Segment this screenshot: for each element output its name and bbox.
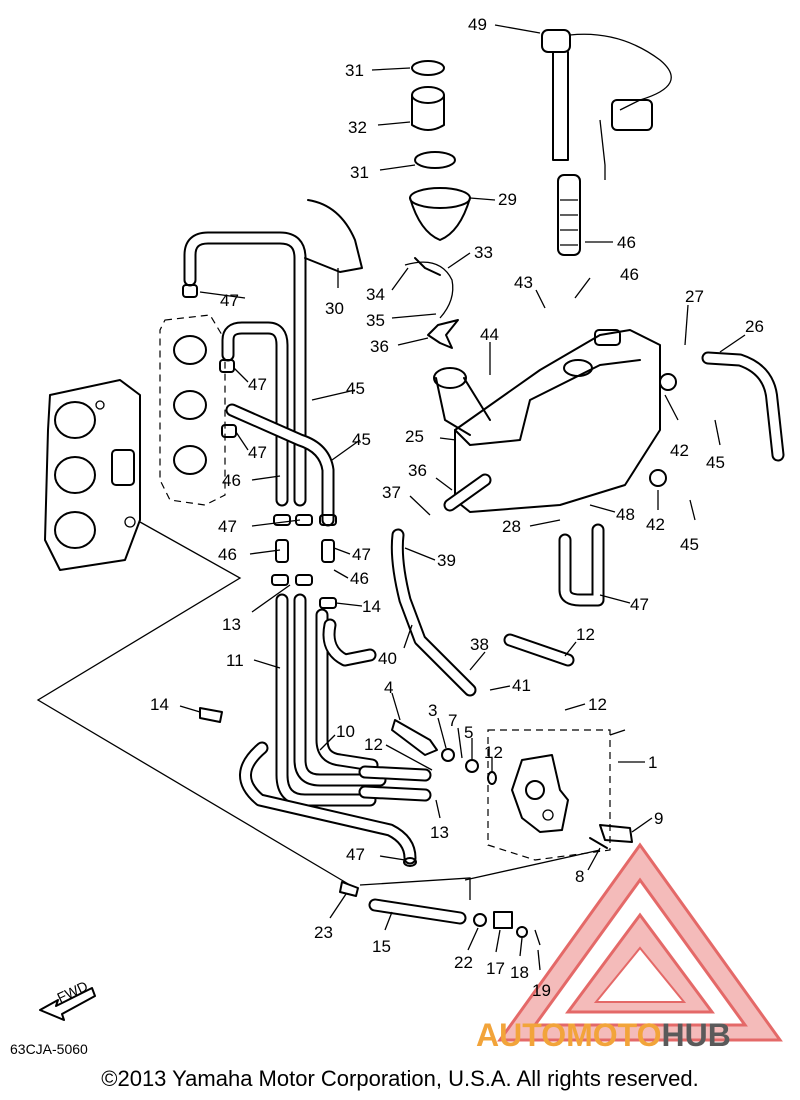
watermark-logo-icon	[497, 842, 783, 1042]
callout-43: 45	[680, 535, 699, 554]
callout-28: 32	[348, 118, 367, 137]
carburetor-assembly	[44, 379, 141, 571]
callout-38: 46	[620, 265, 639, 284]
callout-41a: 42	[670, 441, 689, 460]
fuel-pump	[391, 719, 633, 861]
callout-27: 31	[345, 61, 364, 80]
callout-6: 7	[448, 711, 457, 730]
callout-46b: 46	[350, 569, 369, 588]
callout-42b: 44	[480, 325, 499, 344]
callout-8: 9	[654, 809, 663, 828]
callout-29: 33	[474, 243, 493, 262]
drawing-code: 63CJA-5060	[10, 1041, 88, 1057]
callout-15: 15	[372, 937, 391, 956]
callout-31b: 35	[366, 311, 385, 330]
callout-12a: 12	[484, 743, 503, 762]
watermark-text: AUTOMOTOHUB	[476, 1017, 731, 1053]
callout-23b: 28	[502, 517, 521, 536]
callout-25: 30	[325, 299, 344, 318]
callout-42a: 43	[514, 273, 533, 292]
callout-47d: 47	[218, 517, 237, 536]
copyright-notice: ©2013 Yamaha Motor Corporation, U.S.A. A…	[101, 1066, 699, 1091]
callout-19: 22	[454, 953, 473, 972]
callout-7: 8	[575, 867, 584, 886]
callout-30: 36	[370, 337, 389, 356]
callout-46a: 46	[218, 545, 237, 564]
callout-45c: 46	[222, 471, 241, 490]
callout-35: 38	[470, 635, 489, 654]
callout-18: 19	[532, 981, 551, 1000]
callout-40: 47	[346, 845, 365, 864]
callout-21: 25	[405, 427, 424, 446]
fwd-arrow-icon: FWD	[39, 978, 96, 1021]
callout-36b: 40	[378, 649, 397, 668]
callout-37: 46	[617, 233, 636, 252]
callout-24: 29	[498, 190, 517, 209]
callout-13b: 14	[362, 597, 381, 616]
callout-5: 5	[464, 723, 473, 742]
callout-48: 48	[616, 505, 635, 524]
vent-hoses	[183, 231, 335, 527]
callout-17: 18	[510, 963, 529, 982]
cap-assembly	[304, 60, 471, 349]
callout-23a: 27	[685, 287, 704, 306]
fuel-level-sender	[541, 29, 672, 256]
callout-12c: 12	[364, 735, 383, 754]
callout-44: 45	[706, 453, 725, 472]
callout-3: 3	[428, 701, 437, 720]
callout-12b: 12	[588, 695, 607, 714]
vapor-separator-tank	[433, 329, 677, 513]
lower-fittings	[199, 707, 541, 946]
carburetor-gasket	[159, 314, 226, 506]
callout-34: 41	[512, 676, 531, 695]
callout-20: 23	[314, 923, 333, 942]
fuel-hoses-lower	[239, 593, 432, 865]
callout-1: 1	[648, 753, 657, 772]
callout-10: 11	[226, 651, 244, 670]
callout-47b: 47	[248, 375, 267, 394]
callout-16: 17	[486, 959, 505, 978]
hose-joints	[182, 284, 337, 609]
svg-text:AUTOMOTOHUB: AUTOMOTOHUB	[476, 1017, 731, 1053]
tank-hoses	[390, 351, 785, 697]
callout-14: 14	[150, 695, 169, 714]
callout-45a: 45	[346, 379, 365, 398]
callout-11: 12	[576, 625, 595, 644]
callout-47a: 47	[220, 291, 239, 310]
callout-49: 49	[468, 15, 487, 34]
callout-36a: 39	[437, 551, 456, 570]
callout-12d: 13	[430, 823, 449, 842]
callout-41b: 42	[646, 515, 665, 534]
outline-lines	[36, 521, 626, 900]
callout-45b: 45	[352, 430, 371, 449]
callout-13a: 13	[222, 615, 241, 634]
callout-labels: 49 31 32 31 29 33 46 34 35 36 30 43 44 4…	[150, 15, 764, 1000]
callout-39: 47	[630, 595, 649, 614]
callout-9: 10	[336, 722, 355, 741]
callout-47c: 47	[248, 443, 267, 462]
callout-26: 31	[350, 163, 369, 182]
callout-22: 26	[745, 317, 764, 336]
callout-32: 36	[408, 461, 427, 480]
callout-4: 4	[384, 678, 393, 697]
watermark-part2: HUB	[661, 1017, 730, 1053]
watermark-part1: AUTOMOTO	[476, 1017, 661, 1053]
callout-47e: 47	[352, 545, 371, 564]
callout-31a: 34	[366, 285, 385, 304]
callout-33: 37	[382, 483, 401, 502]
